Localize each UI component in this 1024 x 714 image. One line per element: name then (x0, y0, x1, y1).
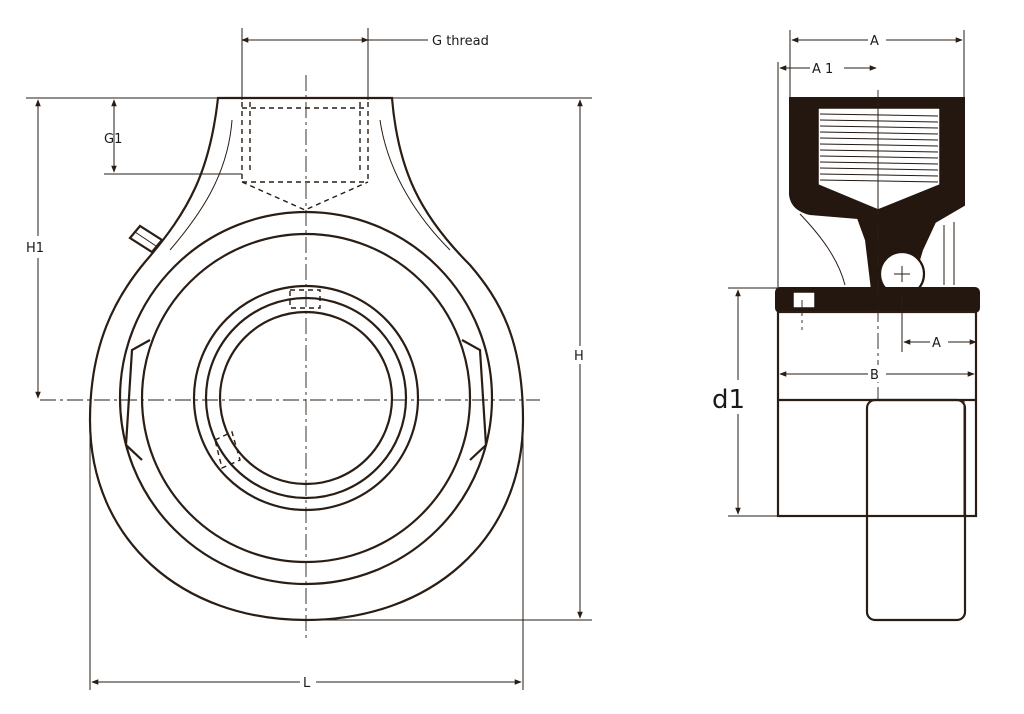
thread-hole-hidden (241, 102, 369, 211)
housing-outline (88, 96, 525, 622)
set-screw-side (214, 431, 241, 469)
extended-inner-ring (865, 398, 967, 622)
a-top-label: A (870, 34, 879, 49)
housing-neck (799, 213, 846, 286)
thread-line (819, 161, 939, 165)
a1-label: A 1 (812, 62, 833, 77)
thread-line (819, 155, 939, 159)
slot-left (124, 339, 151, 461)
thread-line (819, 119, 939, 123)
thread-line (819, 179, 939, 183)
thread-line (819, 137, 939, 141)
d1-label: d1 (712, 385, 745, 415)
b-label: B (870, 368, 879, 383)
thread-pattern (817, 107, 941, 212)
housing-inner-curve-right (379, 119, 451, 251)
thread-line (819, 113, 939, 117)
thread-line (819, 173, 939, 177)
g1-label: G1 (104, 132, 122, 147)
l-label: L (303, 676, 311, 691)
thread-line (819, 125, 939, 129)
set-screw-square (792, 291, 816, 309)
thread-line (819, 149, 939, 153)
slot-right (461, 339, 488, 461)
thread-line (819, 143, 939, 147)
side-dimensions: A A 1 A B d1 (710, 30, 977, 517)
thread-line (819, 131, 939, 135)
grease-nipple (128, 224, 164, 254)
set-screw-top (289, 289, 321, 309)
side-view (775, 90, 980, 622)
front-view (40, 75, 540, 640)
front-dimensions: G thread G1 H1 H L (24, 28, 592, 691)
thread-line (819, 167, 939, 171)
h1-label: H1 (26, 241, 44, 256)
inner-ring-body (776, 310, 978, 518)
h-label: H (574, 349, 584, 364)
a-side-label: A (932, 336, 941, 351)
housing-inner-curve-left (169, 119, 233, 251)
g-thread-label: G thread (432, 34, 489, 49)
